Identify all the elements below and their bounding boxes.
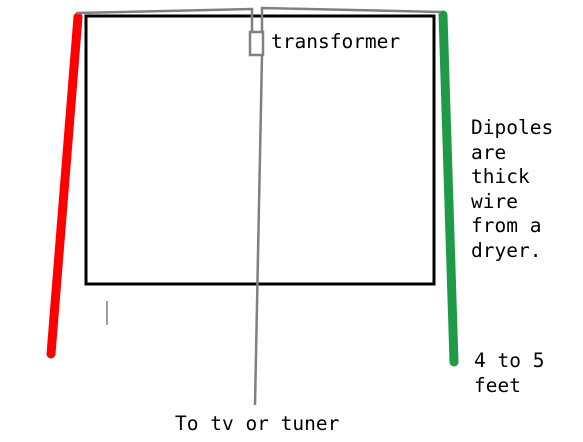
dipoles-note-line: wire (471, 189, 518, 213)
length-note-line: 4 to 5 (474, 349, 545, 372)
right-feed-wire (260, 6, 442, 32)
left-feed-wire (75, 7, 254, 32)
down-lead-wire (253, 54, 264, 406)
dipoles-note-line: from a (471, 214, 542, 237)
left-dipole (46, 12, 83, 359)
dipoles-note-line: Dipoles (471, 116, 554, 139)
length-note: 4 to 5 feet (474, 349, 544, 398)
dipoles-note-line: dryer. (471, 238, 542, 262)
dipoles-note: Dipoles are thick wire from a dryer. (471, 116, 553, 263)
right-dipole (438, 10, 459, 367)
transformer-label: transformer (271, 30, 401, 53)
length-note-line: feet (474, 373, 521, 397)
dipoles-note-line: are (471, 140, 507, 164)
to-tv-label: To tv or tuner (175, 412, 340, 435)
antenna-frame (84, 14, 436, 286)
transformer-box (248, 30, 265, 57)
dipoles-note-line: thick (471, 165, 530, 188)
